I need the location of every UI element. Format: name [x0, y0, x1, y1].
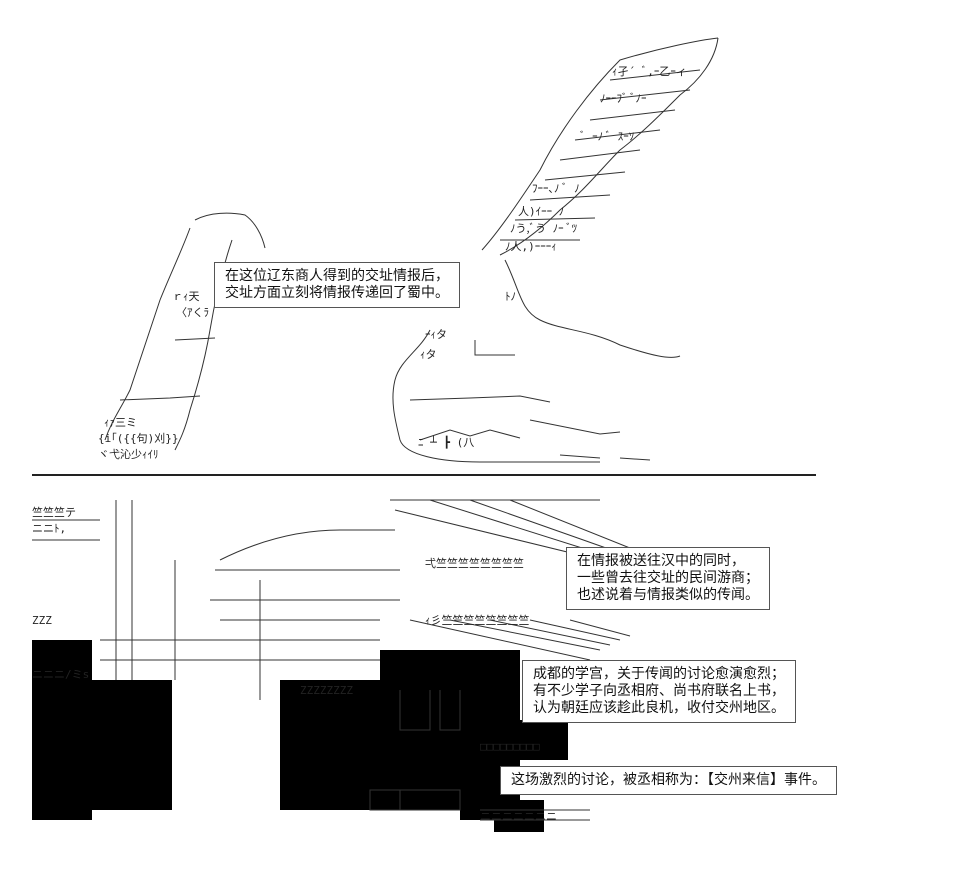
svg-text:ﾞ ｰﾉ ﾞ ｽｰｿ: ﾞ ｰﾉ ﾞ ｽｰｿ [580, 130, 634, 143]
svg-text:ﾄﾉ: ﾄﾉ [505, 290, 516, 303]
bldg-label-3: ZZZ [32, 614, 52, 627]
left-sign-3: ｨｧ三ミ [104, 416, 137, 429]
bldg-label-2: ニニﾄ, [32, 522, 66, 535]
svg-text:ﾉう,ﾞう ﾉｰ ﾞﾂ: ﾉう,ﾞう ﾉｰ ﾞﾂ [510, 222, 578, 235]
bldg-label-8: □□□□□□□□□ [480, 740, 540, 753]
svg-text:ｰｨタ: ｰｨタ [425, 328, 447, 341]
svg-text:ﾌｰｰ､ﾉ ﾞ ﾉ: ﾌｰｰ､ﾉ ﾞ ﾉ [532, 182, 580, 195]
svg-text:ﾆ ┴ ┣ (八: ﾆ ┴ ┣ (八 [418, 435, 474, 449]
caption-box-2: 在情报被送往汉中的同时， 一些曾去往交址的民间游商； 也述说着与情报类似的传闻。 [566, 547, 770, 610]
caption-2-line-3: 也述说着与情报类似的传闻。 [577, 587, 759, 603]
bldg-label-6: 弌竺竺竺竺竺竺竺竺 [425, 556, 524, 570]
caption-1-line-2: 交址方面立刻将情报传递回了蜀中。 [225, 285, 449, 301]
bldg-label-1: 竺竺竺テ [32, 505, 76, 519]
panel-divider [32, 474, 816, 476]
left-sign-4: {i｢({{句)刈}} [98, 432, 178, 445]
caption-1-line-1: 在这位辽东商人得到的交址情报后， [225, 268, 449, 284]
left-figure-labels: ｒｨ天 〈ｱくﾗ ｨｧ三ミ {i｢({{句)刈}} ヾ弋沁少ｨｲﾘ [98, 290, 209, 461]
caption-box-4: 这场激烈的讨论，被丞相称为：【交州来信】事件。 [500, 766, 837, 795]
quill-art: ｨ孑´ ﾞ,ｰ乙ｰィ ﾉｰｰﾌﾞ ﾞﾉｰ ﾞ ｰﾉ ﾞ ｽｰｿ ﾌｰｰ､ﾉ ﾞ … [392, 37, 719, 463]
svg-text:人)ｲｰｰ ﾉ: 人)ｲｰｰ ﾉ [518, 205, 564, 218]
caption-3-line-1: 成都的学宫，关于传闻的讨论愈演愈烈； [533, 666, 785, 682]
left-sign-5: ヾ弋沁少ｨｲﾘ [98, 448, 159, 461]
left-sign-2: 〈ｱくﾗ [176, 306, 209, 319]
city-buildings-art: 竺竺竺テ ニニﾄ, ZZZ ニニニ/ミs ZZZZZZZZ 弌竺竺竺竺竺竺竺竺 … [32, 499, 661, 832]
caption-3-line-2: 有不少学子向丞相府、尚书府联名上书， [533, 683, 785, 699]
caption-3-line-3: 认为朝廷应该趁此良机，收付交州地区。 [533, 700, 785, 716]
left-figure-art [104, 212, 266, 451]
bldg-label-9: ニニニニニニニ [480, 810, 557, 823]
left-sign-1: ｒｨ天 [172, 290, 200, 303]
caption-box-3: 成都的学宫，关于传闻的讨论愈演愈烈； 有不少学子向丞相府、尚书府联名上书， 认为… [522, 660, 796, 723]
caption-4-line-1: 这场激烈的讨论，被丞相称为：【交州来信】事件。 [511, 772, 826, 788]
caption-2-line-1: 在情报被送往汉中的同时， [577, 553, 745, 569]
bldg-label-5: ZZZZZZZZ [300, 684, 353, 697]
bldg-label-4: ニニニ/ミs [32, 668, 89, 681]
svg-text:ｨタ: ｨタ [420, 348, 437, 361]
svg-text:ﾉ人,)ｰｰｰｨ: ﾉ人,)ｰｰｰｨ [505, 240, 557, 253]
caption-box-1: 在这位辽东商人得到的交址情报后， 交址方面立刻将情报传递回了蜀中。 [214, 262, 460, 308]
svg-text:ｨ孑´ ﾞ,ｰ乙ｰィ: ｨ孑´ ﾞ,ｰ乙ｰィ [612, 65, 687, 78]
bldg-label-7: ｨ彡竺竺竺竺竺竺竺竺 [425, 613, 530, 627]
caption-2-line-2: 一些曾去往交址的民间游商； [577, 570, 759, 586]
svg-text:ﾉｰｰﾌﾞ ﾞﾉｰ: ﾉｰｰﾌﾞ ﾞﾉｰ [600, 92, 646, 105]
